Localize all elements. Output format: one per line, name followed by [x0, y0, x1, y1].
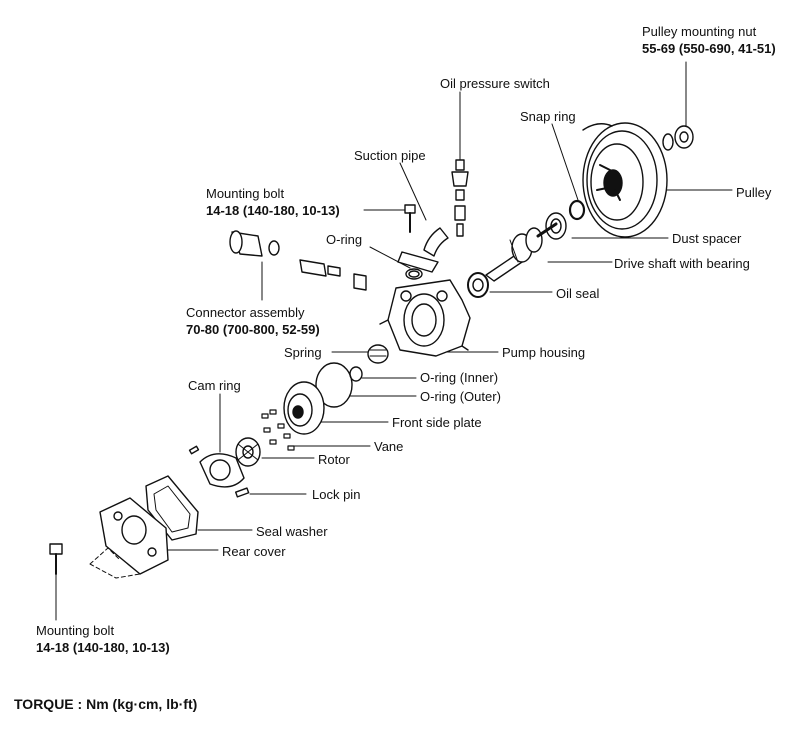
label-pump-housing: Pump housing	[502, 345, 586, 360]
label-o-ring-inner: O-ring (Inner)	[420, 370, 499, 385]
label-snap-ring: Snap ring	[520, 109, 576, 124]
label-vane: Vane	[374, 439, 404, 454]
lock-pin-drawing	[234, 487, 250, 498]
label-pulley: Pulley	[736, 185, 772, 200]
o-ring-top-drawing	[408, 270, 420, 278]
seal-washer-drawing	[145, 475, 199, 541]
front-side-plate-drawing	[283, 381, 325, 435]
label-suction-pipe: Suction pipe	[354, 148, 426, 163]
rear-cover-drawing	[89, 497, 169, 579]
label-seal-washer: Seal washer	[256, 524, 328, 539]
connector-assembly-drawing	[229, 230, 367, 291]
label-spring: Spring	[284, 345, 322, 360]
torque-units-footer: TORQUE : Nm (kg·cm, lb·ft)	[14, 696, 198, 712]
label-connector-assembly-torque: 70-80 (700-800, 52-59)	[186, 322, 320, 337]
label-mounting-bolt-top: Mounting bolt	[206, 186, 285, 201]
label-pulley-mounting-nut-torque: 55-69 (550-690, 41-51)	[642, 41, 776, 56]
label-rotor: Rotor	[318, 452, 350, 467]
drive-shaft-drawing	[485, 222, 558, 282]
label-cam-ring: Cam ring	[188, 378, 241, 393]
rotor-drawing	[235, 437, 261, 467]
oil-seal-drawing	[467, 272, 489, 298]
vanes-drawing	[261, 409, 295, 451]
dust-spacer-drawing	[545, 212, 567, 240]
label-lock-pin: Lock pin	[312, 487, 361, 502]
label-o-ring-outer: O-ring (Outer)	[420, 389, 501, 404]
oil-pressure-switch-drawing	[451, 159, 469, 237]
cam-ring-drawing	[188, 445, 245, 488]
label-mounting-bolt-bottom-torque: 14-18 (140-180, 10-13)	[36, 640, 170, 655]
suction-pipe-drawing	[397, 227, 449, 280]
pulley-drawing	[582, 122, 668, 238]
pulley-nut-drawing	[662, 125, 694, 151]
label-dust-spacer: Dust spacer	[672, 231, 742, 246]
label-rear-cover: Rear cover	[222, 544, 286, 559]
pump-housing-drawing	[379, 279, 471, 357]
spring-drawing	[367, 344, 389, 364]
o-ring-outer-drawing	[315, 362, 353, 408]
label-o-ring: O-ring	[326, 232, 363, 247]
label-oil-pressure-switch: Oil pressure switch	[440, 76, 550, 91]
label-connector-assembly: Connector assembly	[186, 305, 305, 320]
top-mounting-bolt-drawing	[404, 204, 416, 233]
label-oil-seal: Oil seal	[556, 286, 600, 301]
label-front-side-plate: Front side plate	[392, 415, 482, 430]
label-mounting-bolt-bottom: Mounting bolt	[36, 623, 115, 638]
label-pulley-mounting-nut: Pulley mounting nut	[642, 24, 757, 39]
bottom-mounting-bolt-drawing	[49, 543, 63, 575]
label-mounting-bolt-top-torque: 14-18 (140-180, 10-13)	[206, 203, 340, 218]
leader-lines	[55, 61, 733, 621]
snap-ring-drawing	[568, 199, 586, 221]
label-drive-shaft: Drive shaft with bearing	[614, 256, 750, 271]
